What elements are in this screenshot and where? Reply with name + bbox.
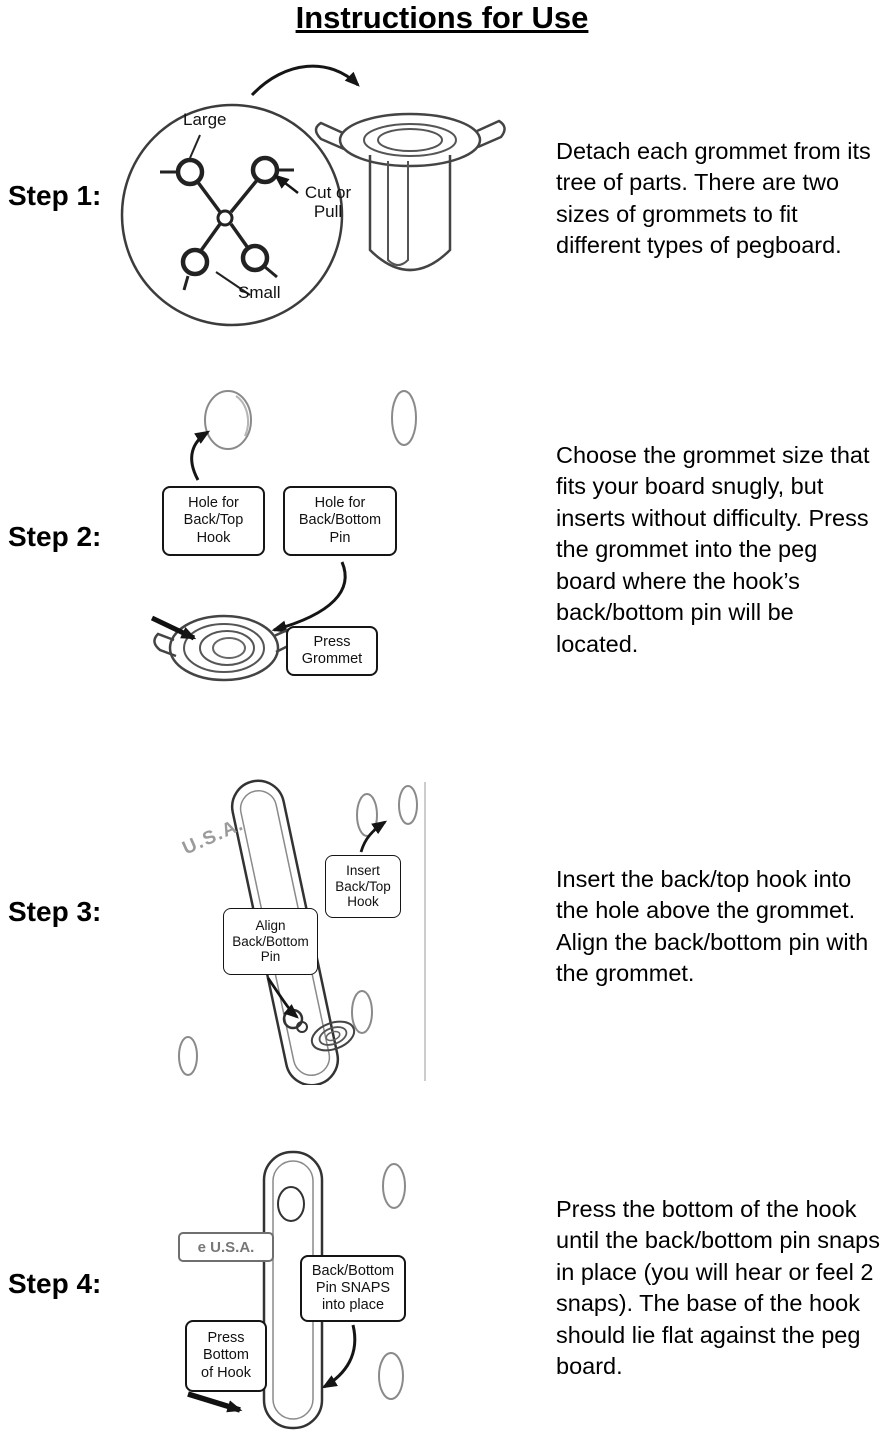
callout-hole-back-top: Hole for Back/Top Hook <box>162 486 265 556</box>
step-1-label: Step 1: <box>8 180 102 211</box>
hole-arrow <box>190 430 211 481</box>
insert-arrow <box>150 615 197 641</box>
step-1-figure: Large Cut or Pull Small <box>100 55 535 340</box>
callout-large: Large <box>183 110 227 129</box>
press-arrow <box>187 1391 243 1413</box>
step-2-illustration <box>150 390 417 682</box>
step-4-label: Step 4: <box>8 1268 102 1299</box>
press-arrow <box>271 561 347 633</box>
grommet-side-drawing <box>310 1020 356 1052</box>
pegboard-hole <box>178 1036 198 1076</box>
step-3-figure: U.S.A. Insert Back/Top Hook Align Back/B… <box>165 778 437 1085</box>
callout-hole-back-bottom: Hole for Back/Bottom Pin <box>283 486 397 556</box>
usa-stamp: e U.S.A. <box>178 1232 274 1262</box>
callout-small: Small <box>238 283 281 302</box>
callout-insert-back-top-hook: Insert Back/Top Hook <box>325 855 401 918</box>
step-1-text: Detach each grommet from its tree of par… <box>556 138 871 259</box>
step-2-text: Choose the grommet size that fits your b… <box>556 442 870 657</box>
pegboard-hole <box>398 785 418 825</box>
page-title: Instructions for Use <box>295 0 589 35</box>
pegboard-hole <box>351 990 373 1034</box>
pegboard-hole <box>391 390 417 446</box>
callout-press-bottom: Press Bottom of Hook <box>185 1320 267 1392</box>
pegboard-hole <box>204 390 252 450</box>
snap-arrow <box>321 1324 357 1389</box>
grommet-front-drawing <box>153 614 298 682</box>
insert-hook-arrow <box>359 820 388 853</box>
step-4-figure: e U.S.A. Back/Bottom Pin SNAPS into plac… <box>178 1148 440 1431</box>
grommet-drawing <box>314 112 506 272</box>
pegboard-hole <box>378 1352 404 1400</box>
magnifier-circle <box>120 103 344 327</box>
parts-tree-drawing <box>160 155 294 291</box>
hook-keyhole <box>277 1186 305 1222</box>
callout-pin-snaps: Back/Bottom Pin SNAPS into place <box>300 1255 406 1322</box>
pegboard-hole <box>356 793 378 837</box>
callout-press-grommet: Press Grommet <box>286 626 378 676</box>
callout-cut-or-pull: Cut or Pull <box>304 183 352 222</box>
step-1-illustration <box>120 64 506 327</box>
align-pin-arrow <box>266 977 299 1019</box>
step-3-text: Insert the back/top hook into the hole a… <box>556 866 869 987</box>
callout-align-back-bottom-pin: Align Back/Bottom Pin <box>223 908 318 975</box>
cut-arrow <box>274 174 299 194</box>
step-4-text: Press the bottom of the hook until the b… <box>556 1196 880 1380</box>
step-3-label: Step 3: <box>8 896 102 927</box>
step-2-label: Step 2: <box>8 521 102 552</box>
pegboard-hole <box>382 1163 406 1209</box>
step-2-figure: Hole for Back/Top Hook Hole for Back/Bot… <box>150 372 442 704</box>
detach-arrow <box>250 64 360 97</box>
